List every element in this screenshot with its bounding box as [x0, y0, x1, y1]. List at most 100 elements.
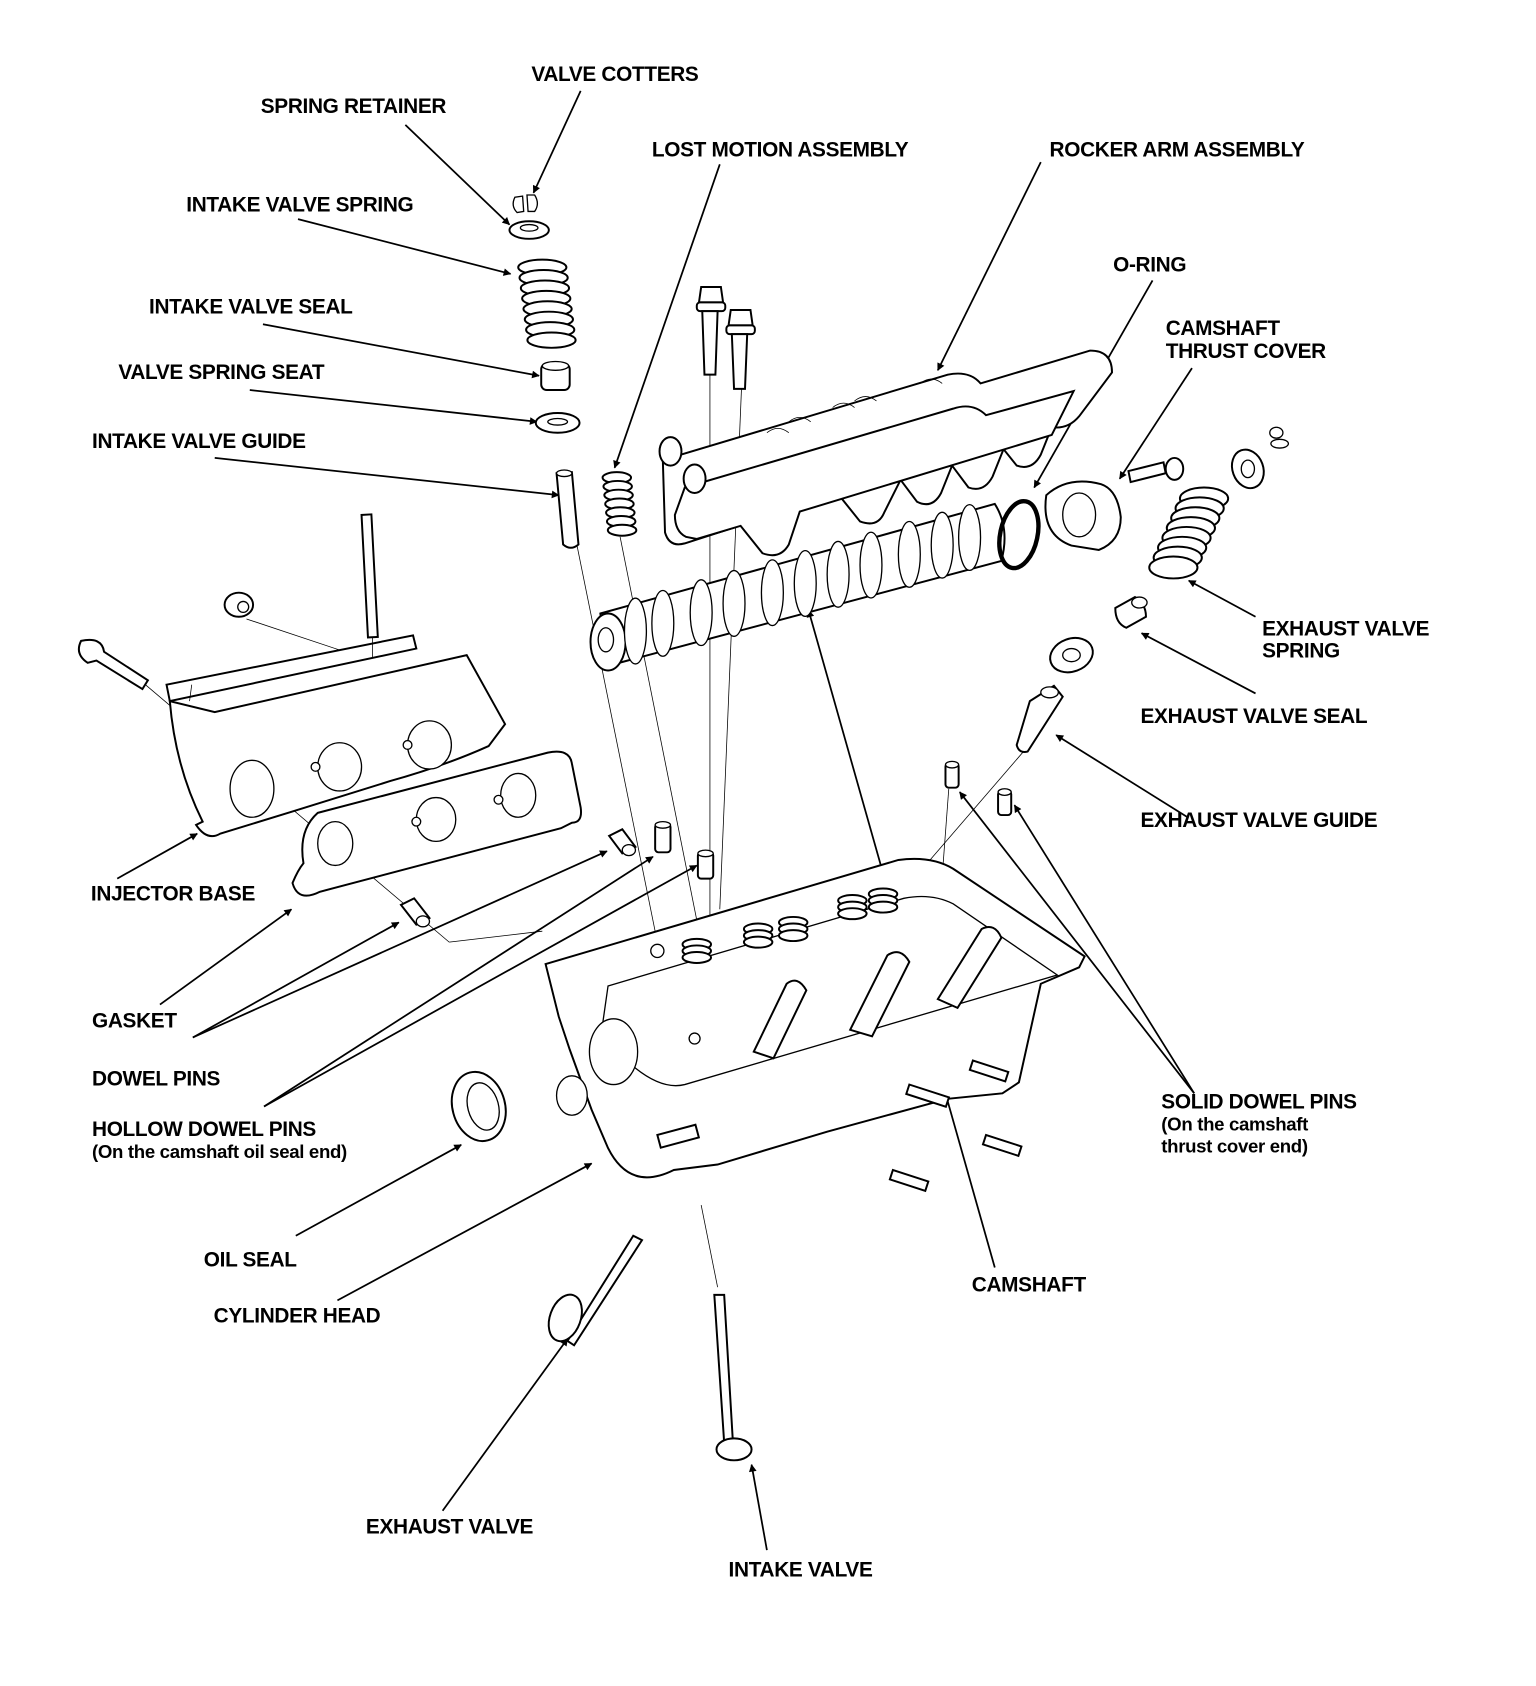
label-exhaust-valve-spring-line1: EXHAUST VALVE: [1262, 617, 1430, 640]
leader-rocker-arm-assembly: [937, 161, 1042, 371]
valve-cotters-part: [512, 194, 539, 214]
leader-valve-cotters: [532, 90, 582, 194]
exhaust-valve-cotters-part: [1269, 426, 1290, 449]
installed-valve-spring: [837, 907, 868, 921]
rocker-bolt-2-part: [725, 309, 756, 390]
label-hollow-dowel-pins: HOLLOW DOWEL PINS: [92, 1118, 316, 1141]
leader-intake-valve-guide: [214, 457, 560, 499]
leader-dowel-pins-1: [192, 921, 400, 1039]
exhaust-valve-seal-part: [1114, 595, 1148, 629]
lost-motion-spring-part: [601, 471, 638, 537]
intake-valve-spring-part: [517, 258, 577, 349]
leader-oil-seal: [295, 1144, 462, 1237]
label-valve-spring-seat: VALVE SPRING SEAT: [118, 361, 325, 384]
label-intake-valve-seal: INTAKE VALVE SEAL: [149, 295, 353, 318]
cam-lobe: [930, 511, 954, 579]
label-gasket: GASKET: [92, 1010, 177, 1033]
injector-base-part: [77, 513, 507, 838]
label-solid-dowel-pins: SOLID DOWEL PINS: [1161, 1091, 1357, 1114]
rocker-arm-assembly-part: [658, 349, 1113, 557]
dowel-pin-1-part: [399, 897, 431, 928]
label-dowel-pins: DOWEL PINS: [92, 1068, 221, 1091]
leader-solid-dowel-pins-2: [1013, 804, 1195, 1094]
cam-lobe: [859, 531, 883, 599]
spring-coil: [1148, 555, 1199, 580]
installed-valve-spring: [867, 900, 899, 914]
leader-exhaust-valve-seal: [1140, 632, 1256, 695]
centerline-injector-to-head: [449, 930, 543, 943]
label-intake-valve-spring: INTAKE VALVE SPRING: [186, 193, 413, 216]
leader-hollow-dowel-pins-1: [263, 855, 654, 1108]
exhaust-spring-retainer-part: [1230, 448, 1265, 490]
leader-lines: [116, 90, 1256, 1551]
leader-cylinder-head: [337, 1162, 593, 1302]
label-exhaust-valve: EXHAUST VALVE: [366, 1516, 534, 1539]
spring-retainer-part: [508, 220, 550, 240]
cam-lobe: [722, 569, 746, 637]
camshaft-thrust-cover-part: [1044, 456, 1185, 551]
leader-exhaust-valve-guide: [1055, 734, 1189, 818]
o-ring-part: [997, 498, 1041, 571]
intake-valve-guide-part: [555, 469, 580, 549]
spring-coil: [606, 523, 638, 537]
hollow-dowel-pin-1-part: [654, 820, 672, 854]
labels: VALVE COTTERS SPRING RETAINER INTAKE VAL…: [91, 63, 1430, 1581]
gasket-part: [291, 750, 582, 897]
solid-dowel-pin-1-part: [944, 760, 960, 789]
cam-lobe: [689, 579, 713, 647]
centerline-intake-valve-guide: [569, 509, 658, 943]
label-injector-base: INJECTOR BASE: [91, 883, 256, 906]
exhaust-valve-spring-part: [1148, 486, 1230, 580]
label-o-ring: O-RING: [1113, 254, 1186, 277]
exhaust-valve-part: [547, 1234, 644, 1347]
label-exhaust-valve-spring-line2: SPRING: [1262, 639, 1340, 662]
leader-gasket: [159, 908, 293, 1006]
cam-lobe: [897, 520, 921, 588]
label-oil-seal: OIL SEAL: [204, 1248, 298, 1271]
centerline-exhaust-guide: [915, 733, 1039, 877]
exhaust-valve-guide-part: [1015, 684, 1064, 753]
label-lost-motion-assembly: LOST MOTION ASSEMBLY: [652, 139, 909, 162]
exhaust-spring-seat-part: [1049, 636, 1094, 674]
leader-hollow-dowel-pins-2: [263, 864, 698, 1108]
cam-lobe: [826, 540, 850, 608]
intake-valve-part: [713, 1293, 753, 1462]
leader-solid-dowel-pins-1: [959, 791, 1195, 1094]
leader-injector-base: [116, 832, 198, 880]
intake-valve-seal-part: [540, 360, 571, 391]
cam-lobe: [760, 559, 784, 627]
cylinder-head-part: [544, 857, 1086, 1193]
dowel-pin-2-part: [607, 828, 637, 857]
cam-lobe: [957, 503, 982, 572]
label-exhaust-valve-guide: EXHAUST VALVE GUIDE: [1140, 809, 1377, 832]
leader-intake-valve-spring: [297, 218, 512, 276]
spring-coil: [526, 331, 577, 349]
leader-dowel-pins-2: [192, 850, 608, 1039]
label-intake-valve-guide: INTAKE VALVE GUIDE: [92, 430, 306, 453]
oil-seal-part: [450, 1070, 507, 1142]
label-spring-retainer: SPRING RETAINER: [261, 95, 447, 118]
label-camshaft-thrust-cover-line2: THRUST COVER: [1166, 340, 1326, 363]
leader-valve-spring-seat: [249, 389, 538, 425]
label-cylinder-head: CYLINDER HEAD: [214, 1304, 381, 1327]
cam-lobe: [651, 589, 675, 657]
installed-valve-spring: [681, 951, 713, 964]
leader-exhaust-valve-spring: [1188, 579, 1256, 618]
leader-intake-valve: [749, 1463, 768, 1551]
label-hollow-dowel-pins-note: (On the camshaft oil seal end): [92, 1141, 347, 1162]
label-valve-cotters: VALVE COTTERS: [531, 63, 699, 86]
leader-exhaust-valve: [441, 1338, 569, 1512]
leader-camshaft-thrust-cover: [1118, 367, 1193, 480]
installed-valve-spring: [742, 935, 774, 949]
leader-intake-valve-seal: [262, 323, 540, 379]
label-exhaust-valve-seal: EXHAUST VALVE SEAL: [1140, 705, 1367, 728]
valve-spring-seat-part: [534, 412, 581, 434]
cam-lobe: [793, 549, 817, 618]
cam-lobe: [623, 597, 648, 665]
centerline-solid-dowel: [941, 788, 950, 877]
label-intake-valve: INTAKE VALVE: [729, 1558, 873, 1581]
label-solid-dowel-pins-note-line2: thrust cover end): [1161, 1135, 1308, 1156]
leader-lost-motion-assembly: [613, 164, 721, 469]
hollow-dowel-pin-2-part: [696, 849, 715, 880]
